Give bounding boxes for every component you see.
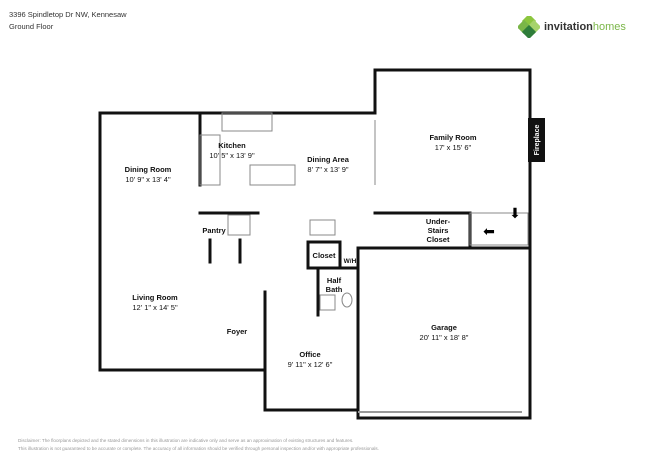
svg-text:Dining Room: Dining Room (125, 165, 172, 174)
room-labels: Dining Room 10' 9" x 13' 4" Kitchen 10' … (125, 133, 477, 369)
svg-text:Dining Area: Dining Area (307, 155, 350, 164)
svg-text:Stairs: Stairs (428, 226, 449, 235)
svg-text:Half: Half (327, 276, 342, 285)
svg-text:10' 5" x 13' 9": 10' 5" x 13' 9" (209, 151, 255, 160)
svg-text:Garage: Garage (431, 323, 457, 332)
logo: invitationhomes (518, 16, 626, 38)
svg-text:Closet: Closet (313, 251, 336, 260)
address: 3396 Spindletop Dr NW, Kennesaw (9, 10, 127, 19)
svg-text:9' 11" x 12' 6": 9' 11" x 12' 6" (288, 360, 333, 369)
svg-text:Under-: Under- (426, 217, 451, 226)
svg-text:Pantry: Pantry (202, 226, 226, 235)
svg-text:Office: Office (299, 350, 320, 359)
svg-text:8' 7" x 13' 9": 8' 7" x 13' 9" (307, 165, 348, 174)
svg-text:Foyer: Foyer (227, 327, 248, 336)
svg-text:W/H: W/H (344, 258, 357, 265)
svg-text:Living Room: Living Room (132, 293, 178, 302)
svg-text:Bath: Bath (326, 285, 343, 294)
stairs-arrow-left-icon: ⬅ (483, 223, 495, 239)
svg-text:17' x 15' 6": 17' x 15' 6" (435, 143, 472, 152)
fireplace-label: Fireplace (534, 125, 541, 156)
svg-text:12' 1" x 14' 5": 12' 1" x 14' 5" (132, 303, 178, 312)
svg-text:Family Room: Family Room (429, 133, 476, 142)
svg-text:10' 9" x 13' 4": 10' 9" x 13' 4" (125, 175, 171, 184)
fixtures (199, 112, 529, 311)
svg-text:Closet: Closet (427, 235, 450, 244)
floor-name: Ground Floor (9, 22, 54, 31)
disclaimer-line-2: This illustration is not guaranteed to b… (18, 446, 379, 451)
stairs-arrow-down-icon: ⬇ (509, 205, 521, 221)
walls (98, 68, 532, 420)
svg-text:Kitchen: Kitchen (218, 141, 246, 150)
logo-text: invitationhomes (544, 21, 626, 33)
disclaimer-line-1: Disclaimer: The floorplans depicted and … (18, 438, 354, 443)
svg-text:20' 11" x 18' 8": 20' 11" x 18' 8" (420, 333, 469, 342)
logo-mark-icon (518, 16, 540, 38)
fireplace (528, 118, 545, 162)
